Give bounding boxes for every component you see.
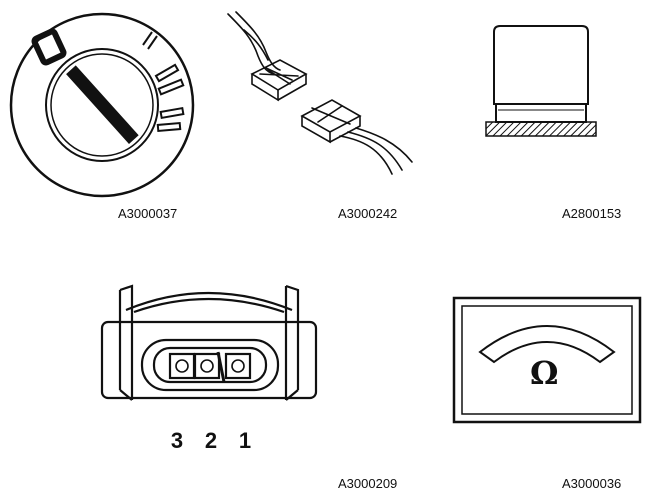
ignition-switch-icon — [9, 12, 195, 198]
ohmmeter-icon — [452, 296, 642, 424]
pin-label: 2 — [204, 428, 218, 453]
three-pin-connector-icon — [100, 284, 318, 401]
relay-icon — [485, 25, 597, 137]
ohm-symbol: Ω — [530, 354, 559, 392]
figure-code: A3000037 — [118, 206, 178, 221]
figure-code: A3000209 — [338, 476, 398, 491]
pin-label: 3 — [170, 428, 184, 453]
figure-code: A3000036 — [562, 476, 622, 491]
pin-label: 1 — [238, 428, 252, 453]
figure-code: A2800153 — [562, 206, 622, 221]
connector-pair-icon — [227, 11, 413, 175]
figure-code: A3000242 — [338, 206, 398, 221]
